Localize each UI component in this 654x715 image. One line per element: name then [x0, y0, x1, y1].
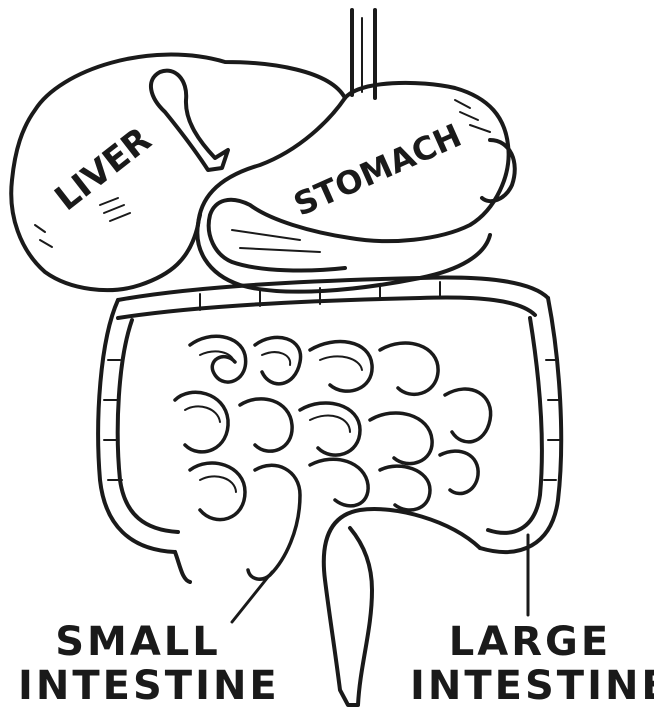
- small-intestine-leader: [232, 572, 272, 622]
- small-intestine: [175, 336, 491, 579]
- gallbladder: [151, 71, 228, 170]
- small-intestine-caption-line2: INTESTINE: [18, 664, 258, 708]
- small-intestine-caption-line1: SMALL: [18, 620, 258, 664]
- large-intestine-caption-line1: LARGE: [410, 620, 650, 664]
- small-intestine-caption: SMALL INTESTINE: [18, 620, 258, 708]
- liver-outline: [11, 55, 345, 291]
- large-intestine-caption: LARGE INTESTINE: [410, 620, 650, 708]
- large-intestine-caption-line2: INTESTINE: [410, 664, 650, 708]
